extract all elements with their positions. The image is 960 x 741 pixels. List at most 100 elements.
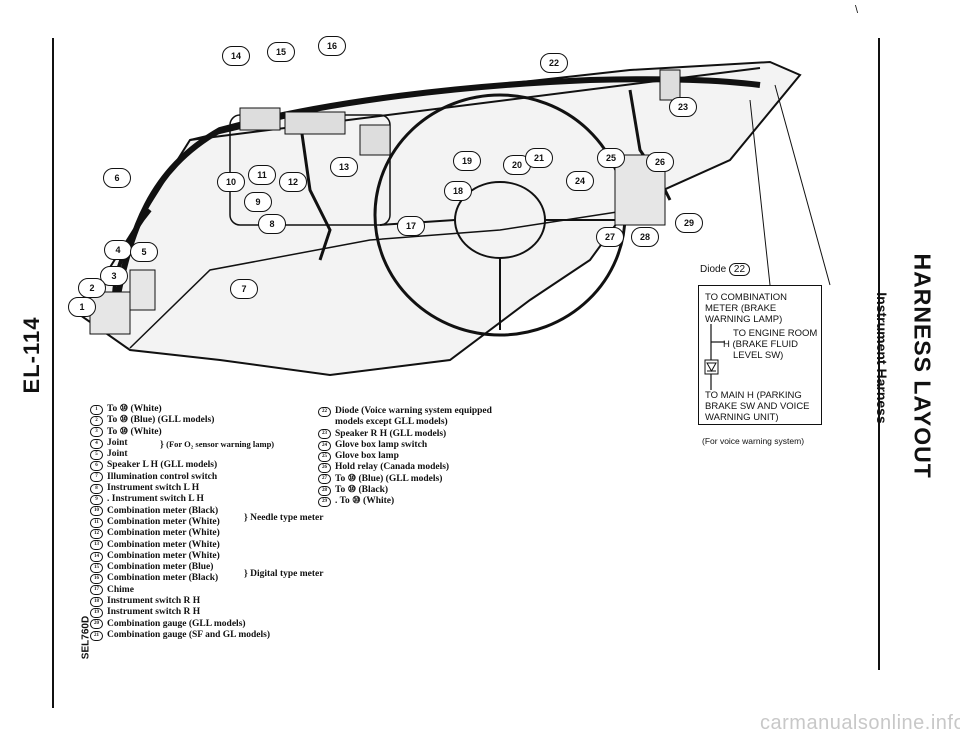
legend-code: 8 [90,483,103,494]
callout-24: 24 [566,171,594,191]
callout-9: 9 [244,192,272,212]
legend-code: 20 [90,619,103,630]
callout-18: 18 [444,181,472,201]
legend-item: 29. To ⑩ (White) [318,496,492,508]
brace-digital: } Digital type meter [244,569,324,579]
diode-line: LEVEL SW) [733,350,784,361]
callout-3: 3 [100,266,128,286]
legend-code: 24 [318,440,331,451]
legend-code: 28 [318,485,331,496]
legend-code: 16 [90,574,103,585]
legend-code: 21 [90,630,103,641]
callout-23: 23 [669,97,697,117]
legend-code: 14 [90,551,103,562]
callout-19: 19 [453,151,481,171]
callout-17: 17 [397,216,425,236]
diode-code: 22 [728,263,751,276]
diode-line: BRAKE SW AND VOICE [705,401,810,412]
connector-block-c [359,124,391,156]
legend-code: 12 [90,528,103,539]
diode-inset-box: TO COMBINATION METER (BRAKE WARNING LAMP… [698,285,822,425]
diode-label: Diode 22 [700,263,751,276]
callout-6: 6 [103,168,131,188]
diode-line: TO MAIN H (PARKING [705,390,802,401]
callout-4: 4 [104,240,132,260]
legend-item: 9. Instrument switch L H [90,494,270,506]
diode-symbol [704,324,725,390]
connector-block-b [284,111,346,135]
legend-code: 27 [318,474,331,485]
section-subtitle: Instrument Harness [874,292,890,424]
legend-code: 19 [90,608,103,618]
callout-14: 14 [222,46,250,66]
harness-branch-center [298,119,332,261]
corner-mark: \ [855,4,859,16]
dash-lower-edge [129,209,631,349]
legend-code: 11 [90,517,103,528]
legend-code: 13 [90,540,103,551]
legend-code: 5 [90,449,103,460]
brace-needle: } Needle type meter [244,513,324,523]
diode-line: METER (BRAKE [705,303,777,314]
diode-line: TO COMBINATION [705,292,787,303]
legend-code: 4 [90,438,103,449]
callout-26: 26 [646,152,674,172]
legend-code: 6 [90,461,103,472]
connector-block-g [129,269,156,311]
callout-5: 5 [130,242,158,262]
callout-15: 15 [267,42,295,62]
left-margin-rule [52,38,54,708]
callout-22: 22 [540,53,568,73]
right-margin-rule [878,38,880,670]
callout-7: 7 [230,279,258,299]
callout-27: 27 [596,227,624,247]
harness-illustration [78,60,831,377]
legend-code: 26 [318,463,331,474]
callout-10: 10 [217,172,245,192]
inset-pointer-lines [749,84,831,286]
watermark: carmanualsonline.info [760,712,960,734]
legend-code: 15 [90,562,103,573]
diode-line: WARNING UNIT) [705,412,779,423]
section-title: HARNESS LAYOUT [909,253,936,479]
callout-2: 2 [78,278,106,298]
legend-code: 18 [90,596,103,607]
callout-1: 1 [68,297,96,317]
callout-8: 8 [258,214,286,234]
legend-code: 2 [90,415,103,426]
legend-item: models except GLL models) [335,417,448,428]
brace-joint: } (For O₂ sensor warning lamp) [160,439,275,450]
callout-28: 28 [631,227,659,247]
diode-line: WARNING LAMP) [705,314,783,325]
callout-20: 20 [503,155,531,175]
callout-11: 11 [248,165,276,185]
legend-code: 7 [90,472,103,483]
page-number: EL-114 [19,316,44,394]
callout-29: 29 [675,213,703,233]
